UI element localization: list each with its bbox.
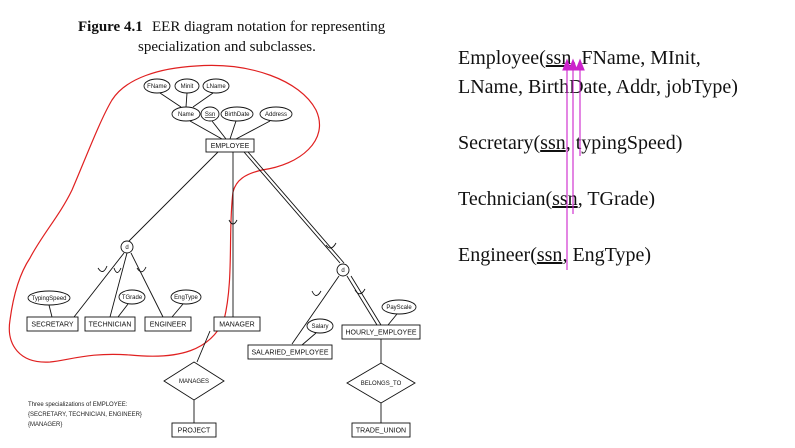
entity-engineer: ENGINEER bbox=[144, 316, 192, 332]
svg-text:TypingSpeed: TypingSpeed bbox=[31, 296, 66, 302]
svg-text:MANAGES: MANAGES bbox=[179, 379, 209, 385]
foreign-key-arrows bbox=[562, 58, 585, 270]
subset-arc-technician bbox=[113, 267, 122, 273]
entity-hourly-employee: HOURLY_EMPLOYEE bbox=[341, 324, 421, 340]
attribute-name: Name bbox=[171, 106, 201, 122]
attribute-address: Address bbox=[259, 106, 293, 122]
figure-number: Figure 4.1 bbox=[78, 19, 143, 35]
svg-text:Address: Address bbox=[265, 112, 287, 118]
svg-text:BELONGS_TO: BELONGS_TO bbox=[361, 381, 402, 387]
svg-text:TRADE_UNION: TRADE_UNION bbox=[356, 428, 406, 435]
technician-ssn-key: ssn bbox=[552, 188, 578, 210]
svg-text:HOURLY_EMPLOYEE: HOURLY_EMPLOYEE bbox=[345, 330, 416, 337]
svg-text:EngType: EngType bbox=[174, 295, 198, 301]
attribute-minit: Minit bbox=[174, 78, 200, 94]
subset-arc-hourly-spec bbox=[325, 242, 337, 249]
svg-text:SALARIED_EMPLOYEE: SALARIED_EMPLOYEE bbox=[251, 350, 328, 357]
svg-text:d: d bbox=[341, 268, 344, 274]
svg-text:Salary: Salary bbox=[311, 324, 328, 330]
attribute-eng-type: EngType bbox=[170, 289, 202, 305]
secretary-ssn-key: ssn bbox=[540, 132, 566, 154]
entity-project: PROJECT bbox=[171, 422, 217, 438]
schema-technician: Technician(ssn, TGrade) bbox=[458, 188, 655, 210]
attribute-lname: LName bbox=[202, 78, 230, 94]
svg-text:PROJECT: PROJECT bbox=[178, 428, 211, 435]
red-highlight-outline bbox=[8, 64, 321, 363]
subset-arc-engineer bbox=[136, 266, 147, 273]
schema-engineer: Engineer(ssn, EngType) bbox=[458, 244, 651, 266]
attribute-fname: FName bbox=[143, 78, 171, 94]
entity-technician: TECHNICIAN bbox=[84, 316, 136, 332]
relationship-belongs-to: BELONGS_TO bbox=[346, 362, 416, 404]
figure-title-line2: specialization and subclasses. bbox=[138, 39, 316, 55]
svg-text:SECRETARY: SECRETARY bbox=[31, 322, 73, 329]
employee-ssn-key: ssn bbox=[546, 47, 572, 69]
svg-text:Ssn: Ssn bbox=[205, 112, 215, 118]
attribute-ssn: Ssn bbox=[200, 106, 220, 122]
svg-text:TECHNICIAN: TECHNICIAN bbox=[89, 322, 132, 329]
schema-employee-line1: Employee(ssn, FName, MInit, bbox=[458, 47, 701, 69]
relationship-manages: MANAGES bbox=[163, 361, 225, 401]
svg-text:BirthDate: BirthDate bbox=[224, 112, 250, 118]
svg-text:MANAGER: MANAGER bbox=[219, 322, 254, 329]
attribute-pay-scale: PayScale bbox=[381, 299, 417, 315]
entity-trade-union: TRADE_UNION bbox=[351, 422, 411, 438]
schema-secretary: Secretary(ssn, typingSpeed) bbox=[458, 132, 682, 154]
attribute-birthdate: BirthDate bbox=[220, 106, 254, 122]
svg-text:Minit: Minit bbox=[181, 84, 194, 90]
entity-manager: MANAGER bbox=[213, 316, 261, 332]
entity-secretary: SECRETARY bbox=[26, 316, 79, 332]
disjoint-circle-left: d bbox=[120, 240, 134, 254]
svg-text:Name: Name bbox=[178, 112, 195, 118]
caption-line2: {SECRETARY, TECHNICIAN, ENGINEER} bbox=[28, 412, 142, 418]
schema-employee-line2: LName, BirthDate, Addr, jobType) bbox=[458, 76, 738, 98]
attribute-typing-speed: TypingSpeed bbox=[27, 290, 71, 306]
attribute-tgrade: TGrade bbox=[118, 289, 146, 305]
engineer-ssn-key: ssn bbox=[537, 244, 563, 266]
svg-text:TGrade: TGrade bbox=[122, 295, 143, 301]
disjoint-circle-right: d bbox=[336, 263, 350, 277]
subset-arc-manager bbox=[228, 219, 238, 225]
entity-salaried-employee: SALARIED_EMPLOYEE bbox=[247, 344, 333, 360]
attribute-salary: Salary bbox=[306, 318, 334, 334]
subset-arc-hourly bbox=[354, 288, 366, 295]
subset-arc-salaried bbox=[311, 290, 322, 296]
svg-text:d: d bbox=[125, 245, 128, 251]
entity-employee: EMPLOYEE bbox=[205, 138, 255, 153]
svg-text:ENGINEER: ENGINEER bbox=[150, 322, 187, 329]
caption-line1: Three specializations of EMPLOYEE: bbox=[28, 402, 128, 408]
svg-text:PayScale: PayScale bbox=[386, 305, 412, 311]
caption-line3: {MANAGER} bbox=[28, 422, 62, 428]
svg-text:LName: LName bbox=[206, 84, 226, 90]
svg-text:FName: FName bbox=[147, 84, 167, 90]
figure-title-line1: EER diagram notation for representing bbox=[152, 19, 386, 35]
svg-text:EMPLOYEE: EMPLOYEE bbox=[211, 143, 250, 150]
subset-arc-secretary bbox=[97, 265, 108, 272]
